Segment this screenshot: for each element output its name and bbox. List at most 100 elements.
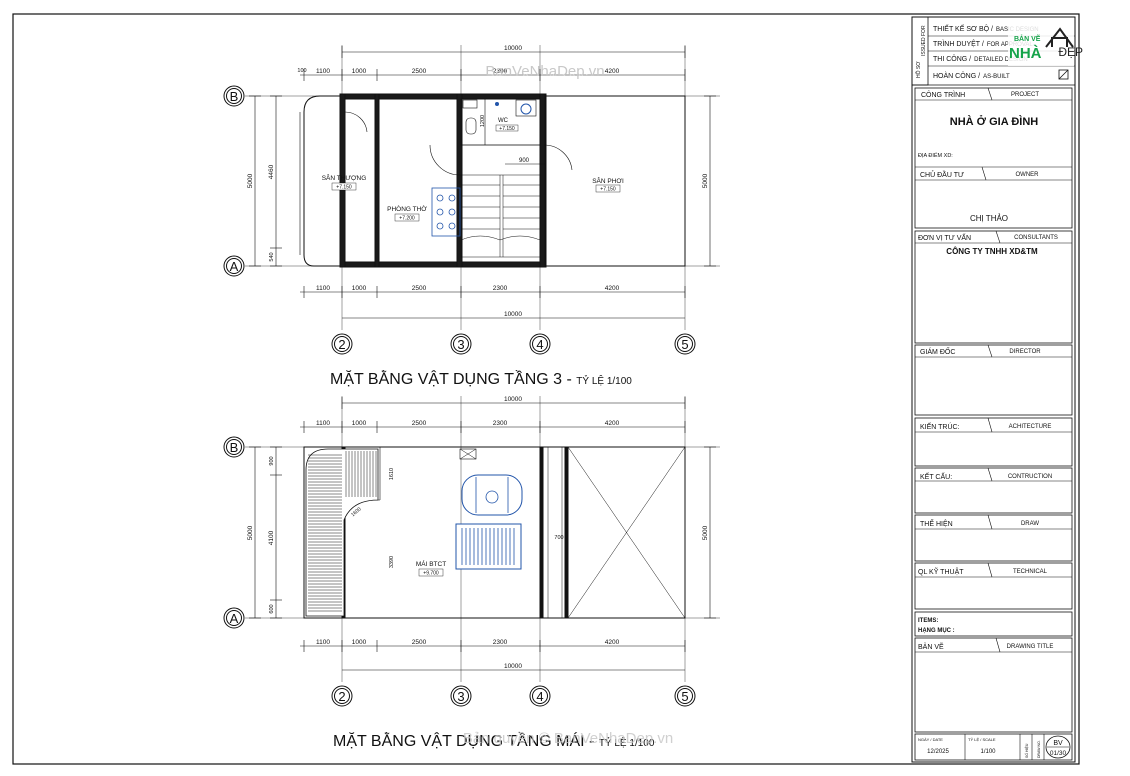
watermark-top: BanVeNhaDep.vn [485, 63, 604, 80]
axis-3-bottom: 3 [457, 689, 464, 704]
roof-dim-right: 5000 [702, 525, 709, 540]
roof-dim-a: 1610 [389, 468, 395, 480]
watermark-bottom: Bản quyền © BanVeNhaDep.vn [463, 730, 673, 747]
plan-floor-3: 10000 100 1100 1000 2500 2300 4200 [223, 45, 720, 388]
dim-top-5: 4200 [605, 68, 620, 75]
owner-name: CHỊ THẢO [970, 214, 1008, 223]
roof-dim-bot-2: 1000 [352, 639, 367, 646]
dim-top-3: 2500 [412, 68, 427, 75]
roof-dim-bot-3: 2500 [412, 639, 427, 646]
axis-2-bottom: 2 [338, 689, 345, 704]
roof-dim-top-3: 2500 [412, 420, 427, 427]
roof-dim-top-5: 4200 [605, 420, 620, 427]
tech-label-vi: QL KỸ THUẬT [918, 567, 964, 576]
roof-dim-b: 3390 [389, 556, 395, 568]
consult-name: CÔNG TY TNHH XD&TM [946, 247, 1038, 256]
draw-no-label: DRAW NO. [1037, 740, 1041, 758]
stage-4-en: AS-BUILT [983, 74, 1010, 80]
room-mai: MÁI BTCT [416, 559, 446, 568]
axis-b-top: B [230, 89, 239, 104]
level-mai: +9.700 [423, 571, 439, 577]
dim-total-top: 10000 [504, 45, 522, 52]
stage-1-vi: THIẾT KẾ SƠ BỘ / [933, 23, 993, 33]
roof-dim-d: 1600 [350, 506, 363, 518]
date-label: NGÀY / DATE [918, 737, 943, 742]
sheet-label-vi: BẢN VẼ [918, 642, 944, 651]
dim-bot-5: 4200 [605, 285, 620, 292]
sheet-label-en: DRAWING TITLE [1007, 644, 1054, 650]
dim-bot-2: 1000 [352, 285, 367, 292]
roles: GIÁM ĐỐC DIRECTOR KIẾN TRÚC: ACHITECTURE… [914, 344, 1073, 610]
sheet-border [12, 13, 1080, 765]
dim-bot-1: 1100 [316, 285, 330, 292]
num-label: SỐ HIỆU [1024, 743, 1029, 758]
roof-dim-c: 700 [554, 535, 563, 541]
roof-dim-total-top: 10000 [504, 396, 522, 403]
title-block: HỒ SƠ ISSUED FOR THIẾT KẾ SƠ BỘ /BASIC D… [911, 16, 1083, 763]
dim-bot-4: 2300 [493, 285, 508, 292]
svg-text:HOÀN CÔNG /AS-BUILT: HOÀN CÔNG /AS-BUILT [933, 71, 1010, 80]
director-label-vi: GIÁM ĐỐC [920, 346, 955, 356]
roof-dim-top-2: 1000 [352, 420, 367, 427]
issue-label: HỒ SƠ [915, 61, 922, 78]
level-san-thuong: +7.150 [336, 185, 352, 191]
arch-label-en: ACHITECTURE [1009, 424, 1052, 430]
date-value: 12/2025 [927, 749, 949, 755]
dim-stair: 900 [519, 158, 530, 164]
axis-5-bottom: 5 [681, 689, 688, 704]
project-label-vi: CÔNG TRÌNH [921, 90, 965, 99]
room-san-phoi: SÂN PHƠI [592, 176, 624, 185]
struct-label-vi: KẾT CẤU: [920, 471, 952, 481]
dim-bot-3: 2500 [412, 285, 427, 292]
consult-label-en: CONSULTANTS [1014, 235, 1058, 241]
tech-label-en: TECHNICAL [1013, 569, 1048, 575]
axis-2-top: 2 [338, 337, 345, 352]
dim-top-1: 1100 [316, 68, 330, 75]
stage-3-en: DETAILED DESIGN [974, 57, 1028, 63]
axis-a-bottom: A [230, 611, 239, 626]
room-san-thuong: SÂN THƯỢNG [322, 173, 367, 182]
roof-dim-bot-1: 1100 [316, 639, 330, 646]
dim-left-small: 540 [269, 252, 275, 261]
roof-dim-left-small: 600 [269, 604, 275, 613]
svg-text:NHÀ: NHÀ [1009, 45, 1042, 62]
stage-4-vi: HOÀN CÔNG / [933, 71, 980, 80]
struct-label-en: CONTRUCTION [1008, 474, 1052, 480]
dim-right: 5000 [702, 173, 709, 188]
svg-text:THI CÔNG /DETAILED DESIGN: THI CÔNG /DETAILED DESIGN [933, 54, 1028, 63]
roof-dim-top-4: 2300 [493, 420, 508, 427]
dim-left-outer: 5000 [247, 173, 254, 188]
room-phong-tho: PHÒNG THỜ [387, 204, 427, 213]
svg-text:BẢN VẼ: BẢN VẼ [1014, 34, 1041, 43]
dim-top-4: 2300 [493, 68, 508, 75]
axis-a-top: A [230, 259, 239, 274]
axis-b-bottom: B [230, 440, 239, 455]
bv-code: BV [1053, 740, 1063, 747]
dim-top-2: 1000 [352, 68, 367, 75]
level-wc: +7.150 [499, 126, 515, 132]
owner-label-en: OWNER [1016, 172, 1040, 178]
axis-3-top: 3 [457, 337, 464, 352]
draw-label-en: DRAW [1021, 521, 1039, 527]
stage-3-vi: THI CÔNG / [933, 54, 971, 63]
dim-total-bottom: 10000 [504, 311, 522, 318]
svg-text:MẶT BẰNG VẬT DỤNG TẦNG MÁI - T: MẶT BẰNG VẬT DỤNG TẦNG MÁI - TỶ LỆ 1/100 [333, 731, 655, 750]
as-built-checkbox[interactable] [1058, 69, 1069, 80]
roof-dim-left-top: 900 [269, 456, 275, 465]
dim-wc: 1200 [480, 115, 486, 127]
sheet-number: 01/30 [1050, 750, 1067, 757]
scale-value: 1/100 [980, 749, 996, 755]
logo: BẢN VẼ NHÀ ĐẸP [1008, 18, 1083, 66]
level-san-phoi: +7.150 [600, 187, 616, 193]
roof-scale: TỶ LỆ 1/100 [599, 736, 655, 749]
roof-dim-left-outer: 5000 [247, 525, 254, 540]
plan3-title: MẶT BẰNG VẬT DỤNG TẦNG 3 - [330, 369, 576, 388]
roof-dim-top-1: 1100 [316, 420, 330, 427]
director-label-en: DIRECTOR [1009, 349, 1041, 355]
scale-label: TỶ LỆ / SCALE [968, 737, 996, 742]
roof-dim-bot-5: 4200 [605, 639, 620, 646]
project-name: NHÀ Ở GIA ĐÌNH [950, 115, 1038, 128]
items-label-vi: HẠNG MỤC : [918, 628, 955, 634]
items-label: ITEMS: [918, 618, 938, 624]
